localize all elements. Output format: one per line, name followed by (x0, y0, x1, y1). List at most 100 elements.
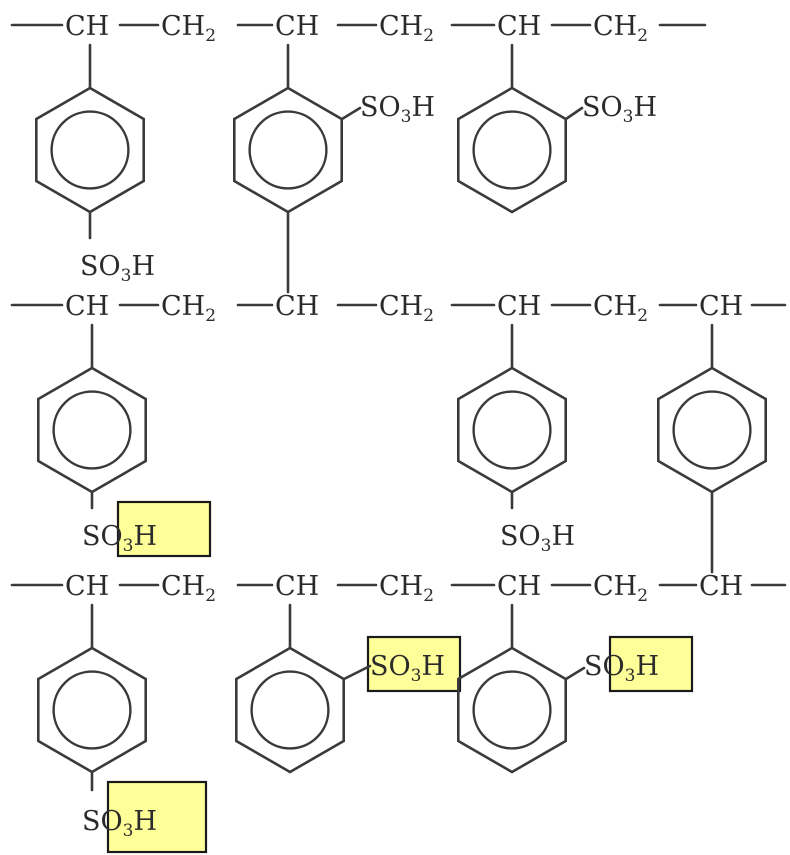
sulfonic-group-4-highlight (116, 500, 212, 558)
chain-2-ch-2: CH (275, 291, 319, 322)
chain-1-ch2-1: CH2 (161, 11, 216, 46)
subscript-3: 3 (123, 536, 134, 556)
sulfonic-group-7-highlight (608, 635, 694, 693)
subscript-2: 2 (205, 26, 216, 46)
so-text: SO (82, 806, 123, 837)
sulfonic-bond (340, 106, 362, 121)
benzene-ring-5 (456, 366, 568, 494)
h-text: H (421, 651, 445, 682)
ring-hexagon (34, 86, 145, 214)
benzene-ring-9 (456, 646, 568, 774)
ch-text: CH (699, 291, 743, 322)
ring-hexagon (456, 86, 568, 214)
ring-hexagon (233, 86, 344, 214)
so-text: SO (82, 521, 123, 552)
benzene-ring-7 (36, 646, 147, 774)
ch-text: CH (65, 571, 109, 602)
subscript-2: 2 (205, 306, 216, 326)
chain-3-ch2-3: CH2 (593, 571, 648, 606)
h-text: H (551, 521, 575, 552)
sulfonic-bond (564, 666, 586, 681)
ring-hexagon (656, 366, 768, 494)
subscript-3: 3 (623, 107, 634, 127)
ch-text: CH (161, 291, 205, 322)
chain-3-ch2-1: CH2 (161, 571, 216, 606)
benzene-ring-4 (36, 366, 147, 494)
ch-text: CH (497, 11, 541, 42)
bonds (10, 23, 787, 792)
so-text: SO (582, 92, 623, 123)
highlight-boxes (106, 500, 694, 854)
sulfonic-group-8-highlight (106, 780, 208, 854)
chain-3-ch-3: CH (497, 571, 541, 602)
aromatic-circle (472, 390, 552, 470)
benzene-rings (34, 86, 768, 774)
ring-hexagon (456, 646, 568, 774)
chain-1-ch2-2: CH2 (379, 11, 434, 46)
subscript-3: 3 (411, 666, 422, 686)
chain-2-ch-4: CH (699, 291, 743, 322)
ch-text: CH (497, 291, 541, 322)
chain-3-ch-4: CH (699, 571, 743, 602)
sulfonic-group-6: SO3H (370, 651, 445, 686)
benzene-ring-8 (235, 646, 346, 774)
ring-hexagon (456, 366, 568, 494)
h-text: H (633, 92, 657, 123)
aromatic-circle (50, 110, 130, 190)
ch-text: CH (593, 11, 637, 42)
benzene-ring-1 (34, 86, 145, 214)
chain-1-ch-3: CH (497, 11, 541, 42)
chain-1-ch-2: CH (275, 11, 319, 42)
aromatic-circle (52, 670, 132, 750)
benzene-ring-2 (233, 86, 344, 214)
subscript-2: 2 (637, 306, 648, 326)
h-text: H (411, 92, 435, 123)
so-text: SO (370, 651, 411, 682)
sulfonic-group-5: SO3H (500, 521, 575, 556)
sulfonic-group-7: SO3H (584, 651, 659, 686)
ch-text: CH (65, 11, 109, 42)
ring-hexagon (235, 646, 346, 774)
sulfonic-group-6-highlight (366, 635, 462, 693)
sulfonic-bond (342, 664, 372, 681)
ch-text: CH (275, 11, 319, 42)
ch-text: CH (379, 11, 423, 42)
subscript-2: 2 (205, 586, 216, 606)
chain-2-ch2-1: CH2 (161, 291, 216, 326)
ch-text: CH (497, 571, 541, 602)
aromatic-circle (472, 110, 552, 190)
benzene-ring-6 (656, 366, 768, 494)
h-text: H (131, 251, 155, 282)
subscript-3: 3 (123, 821, 134, 841)
so-text: SO (360, 92, 401, 123)
subscript-2: 2 (423, 586, 434, 606)
ring-hexagon (36, 366, 147, 494)
aromatic-circle (248, 110, 328, 190)
benzene-ring-3 (456, 86, 568, 214)
aromatic-circle (250, 670, 330, 750)
chain-3-ch-2: CH (275, 571, 319, 602)
so-text: SO (584, 651, 625, 682)
ch-text: CH (161, 571, 205, 602)
chain-3-ch-1: CH (65, 571, 109, 602)
so-text: SO (500, 521, 541, 552)
ch-text: CH (593, 571, 637, 602)
ch-text: CH (161, 11, 205, 42)
sulfonic-group-4: SO3H (82, 521, 157, 556)
chain-2-ch-3: CH (497, 291, 541, 322)
h-text: H (635, 651, 659, 682)
subscript-3: 3 (541, 536, 552, 556)
subscript-2: 2 (423, 306, 434, 326)
chain-1-ch-1: CH (65, 11, 109, 42)
subscript-2: 2 (637, 586, 648, 606)
ch-text: CH (379, 291, 423, 322)
subscript-2: 2 (423, 26, 434, 46)
sulfonic-group-2: SO3H (360, 92, 435, 127)
sulfonic-group-1: SO3H (80, 251, 155, 286)
sulfonic-group-3: SO3H (582, 92, 657, 127)
subscript-2: 2 (637, 26, 648, 46)
ch-text: CH (65, 291, 109, 322)
chain-2-ch2-3: CH2 (593, 291, 648, 326)
